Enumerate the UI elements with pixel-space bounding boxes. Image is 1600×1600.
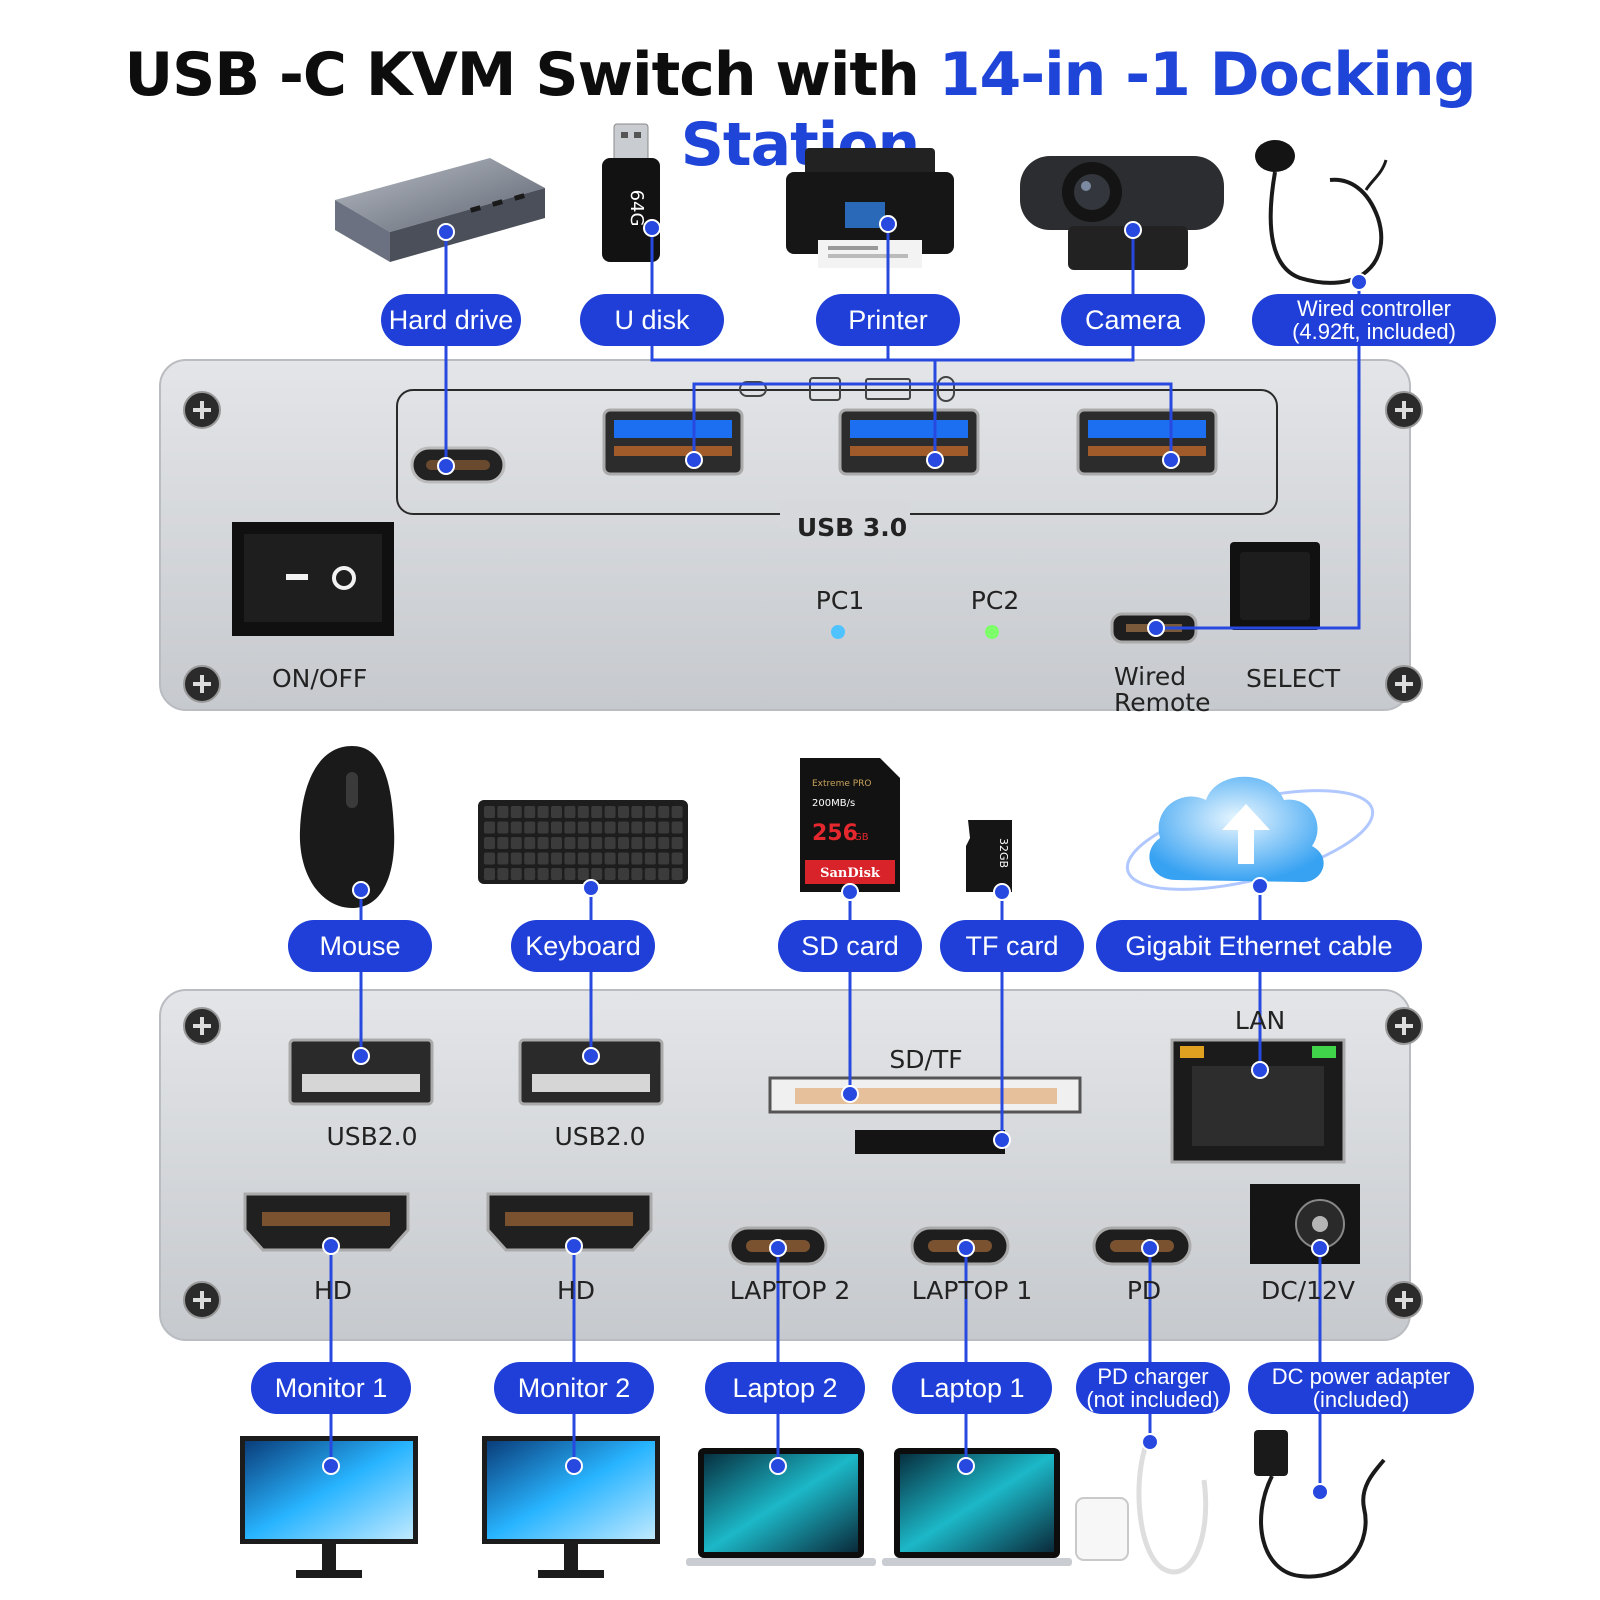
usb3-group-label: USB 3.0 — [796, 513, 908, 542]
u-disk-capacity: 64G — [626, 190, 647, 227]
screw-icon — [183, 1281, 221, 1319]
pd-port-label: PD — [1126, 1276, 1162, 1305]
pc2-label: PC2 — [970, 586, 1020, 615]
laptop-icon — [882, 1448, 1072, 1566]
monitor-icon — [482, 1436, 660, 1578]
sd-card-line: Extreme PRO — [812, 779, 872, 789]
lan-port — [1170, 1038, 1346, 1164]
sd-card-label: SD card — [778, 920, 922, 972]
tf-card-capacity: 32GB — [997, 838, 1010, 868]
tf-slot — [855, 1130, 1005, 1154]
sdtf-label: SD/TF — [889, 1045, 963, 1074]
sd-card-speed: 200MB/s — [812, 798, 855, 809]
tf-card-label: TF card — [940, 920, 1084, 972]
screw-icon — [1385, 391, 1423, 429]
usb3-port-3 — [1076, 408, 1218, 476]
screw-icon — [183, 391, 221, 429]
connector-dots — [322, 215, 1368, 1501]
front-panel — [159, 359, 1411, 711]
usb2-right-label: USB2.0 — [554, 1122, 646, 1151]
pc1-label: PC1 — [815, 586, 865, 615]
laptop1-port-label: LAPTOP 1 — [911, 1276, 1033, 1305]
sd-slot — [768, 1076, 1082, 1114]
hdmi-port-2 — [486, 1192, 653, 1252]
laptop1-label: Laptop 1 — [892, 1362, 1052, 1414]
cloud-upload-icon — [1125, 776, 1375, 891]
usb2-left-label: USB2.0 — [326, 1122, 418, 1151]
keyboard-label: Keyboard — [511, 920, 655, 972]
keyboard-icon — [478, 800, 688, 884]
screw-icon — [1385, 1281, 1423, 1319]
printer-icon — [786, 148, 954, 268]
front-usb-c-port — [410, 446, 506, 484]
u-disk-label: U disk — [580, 294, 724, 346]
page-title: USB -C KVM Switch with 14-in -1 Docking … — [124, 40, 1476, 180]
hd1-label: HD — [313, 1276, 353, 1305]
usb3-port-2 — [838, 408, 980, 476]
webcam-icon — [1020, 156, 1224, 270]
connector-lines — [329, 224, 1361, 1492]
select-label: SELECT — [1246, 664, 1341, 693]
dc-jack — [1250, 1184, 1360, 1264]
screw-icon — [183, 665, 221, 703]
usb-flash-drive-icon: 64G — [602, 123, 660, 262]
mouse-label: Mouse — [288, 920, 432, 972]
pd-charger-label: PD charger(not included) — [1076, 1362, 1230, 1414]
power-adapter-icon — [1254, 1430, 1386, 1579]
laptop2-label: Laptop 2 — [705, 1362, 865, 1414]
hd2-label: HD — [556, 1276, 596, 1305]
camera-label: Camera — [1061, 294, 1205, 346]
printer-label: Printer — [816, 294, 960, 346]
hard-drive-icon — [335, 158, 545, 262]
sd-card-icon: Extreme PRO 200MB/s 256 GB SanDisk — [800, 758, 900, 892]
screw-icon — [1385, 1007, 1423, 1045]
wired-controller-label: Wired controller(4.92ft, included) — [1252, 294, 1496, 346]
mouse-icon — [299, 746, 395, 908]
usb-function-icons — [739, 376, 955, 402]
pc2-led — [985, 625, 999, 639]
monitor-icon — [240, 1436, 418, 1578]
sd-card-unit: GB — [854, 832, 869, 843]
sd-card-brand: SanDisk — [820, 866, 881, 881]
wired-controller-icon — [1255, 140, 1388, 285]
screw-icons — [183, 391, 1423, 1319]
microsd-card-icon: 32GB — [966, 820, 1012, 892]
usb3-port-1 — [602, 408, 744, 476]
screw-icon — [1385, 665, 1423, 703]
laptop2-port-label: LAPTOP 2 — [729, 1276, 851, 1305]
screw-icon — [183, 1007, 221, 1045]
monitor1-label: Monitor 1 — [251, 1362, 411, 1414]
lan-cable-label: Gigabit Ethernet cable — [1096, 920, 1422, 972]
usb2-port-left — [288, 1038, 434, 1106]
pc1-led — [831, 625, 845, 639]
usb-c-charger-icon — [1075, 1434, 1209, 1575]
power-switch-label: ON/OFF — [272, 664, 368, 693]
dc-adapter-label: DC power adapter(included) — [1248, 1362, 1474, 1414]
sd-card-capacity: 256 — [812, 821, 858, 846]
monitor2-label: Monitor 2 — [494, 1362, 654, 1414]
hdmi-port-1 — [243, 1192, 410, 1252]
hard-drive-label: Hard drive — [381, 294, 521, 346]
dc-port-label: DC/12V — [1260, 1276, 1356, 1305]
lan-label: LAN — [1234, 1006, 1286, 1035]
